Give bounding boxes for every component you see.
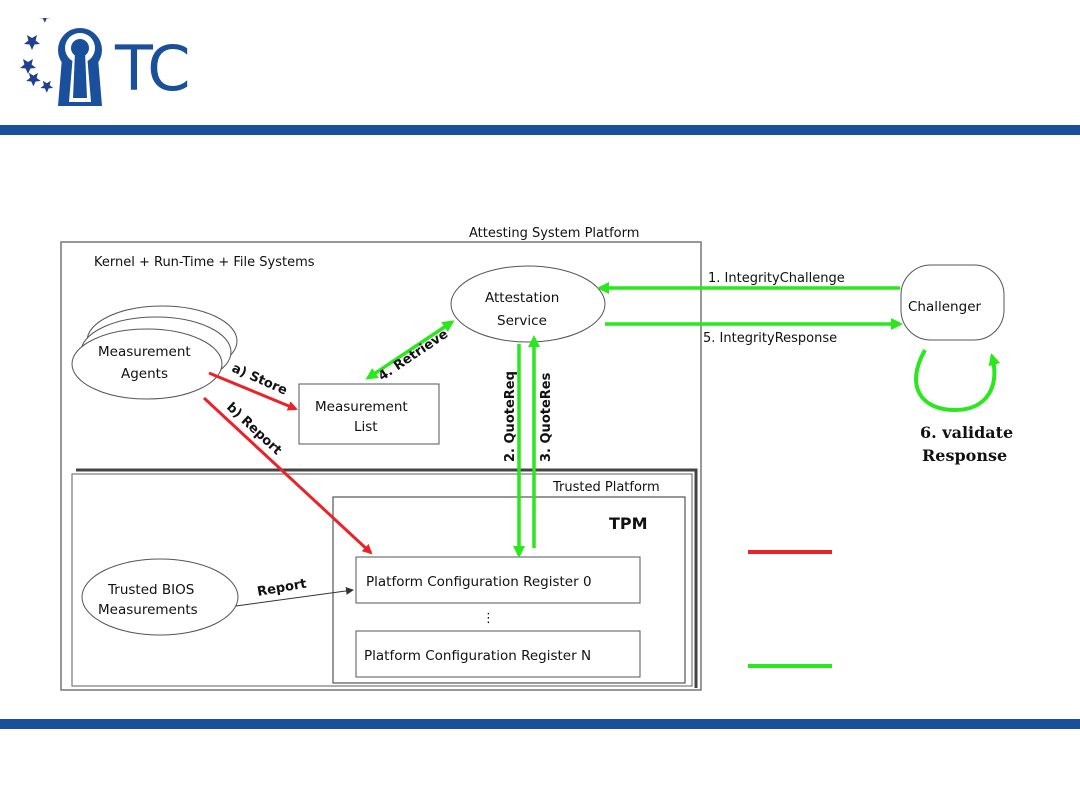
star-icon	[26, 72, 41, 87]
attesting-platform-label: Attesting System Platform	[469, 226, 639, 241]
attesting-platform-frame	[60, 241, 702, 691]
measurement-list-box	[298, 383, 440, 445]
challenger-box	[900, 264, 1005, 341]
validate-label-2: Response	[922, 446, 1007, 465]
measurement-agents-label-1: Measurement	[98, 344, 191, 360]
pcr-ellipsis: ⋮	[482, 611, 495, 626]
bios-report-arrow	[235, 586, 354, 607]
trusted-bios-label-1: Trusted BIOS	[107, 582, 194, 598]
trusted-bios-ellipse	[81, 558, 239, 636]
star-icon	[24, 35, 40, 50]
keyhole-shape	[58, 28, 102, 106]
integrity-response-label: 5. IntegrityResponse	[703, 331, 837, 346]
pcr-n-label: Platform Configuration Register N	[364, 648, 591, 664]
measurement-agents-ellipse	[71, 328, 223, 400]
retrieve-arrow	[365, 320, 455, 380]
validate-label-1: 6. validate	[920, 423, 1013, 442]
attestation-service-label-2: Service	[497, 313, 547, 329]
integrity-challenge-label: 1. IntegrityChallenge	[708, 271, 845, 286]
pcr-n-box	[355, 630, 641, 678]
star-icon	[20, 59, 36, 74]
header-divider-bar	[0, 125, 1080, 135]
logo-text: TC	[115, 32, 191, 105]
quote-res-label: 3. QuoteRes	[539, 372, 554, 462]
trusted-platform-label: Trusted Platform	[552, 480, 660, 495]
measurement-list-label-2: List	[354, 419, 378, 435]
retrieve-arrow-label: 4. Retrieve	[376, 327, 451, 385]
validate-loop-arrow	[914, 349, 1001, 413]
quote-req-label: 2. QuoteReq	[503, 371, 518, 462]
trusted-bios-label-2: Measurements	[98, 602, 198, 618]
report-arrow-label: b) Report	[223, 400, 284, 458]
report-arrow	[202, 396, 373, 555]
keyhole-logo-icon	[20, 0, 102, 106]
challenger-label: Challenger	[908, 299, 981, 315]
store-arrow	[208, 371, 298, 411]
measurement-agents-label-2: Agents	[121, 366, 168, 382]
pcr-0-label: Platform Configuration Register 0	[366, 574, 592, 590]
pcr-0-box	[355, 556, 641, 604]
footer-divider-bar	[0, 719, 1080, 729]
star-icon	[40, 80, 54, 93]
trusted-platform-frame	[71, 473, 693, 687]
itc-logo: TC	[18, 0, 198, 110]
kernel-label: Kernel + Run-Time + File Systems	[94, 255, 315, 270]
bios-report-label: Report	[256, 577, 308, 600]
measurement-list-label-1: Measurement	[315, 399, 408, 415]
attestation-service-label-1: Attestation	[485, 290, 559, 306]
tpm-label: TPM	[609, 514, 648, 533]
